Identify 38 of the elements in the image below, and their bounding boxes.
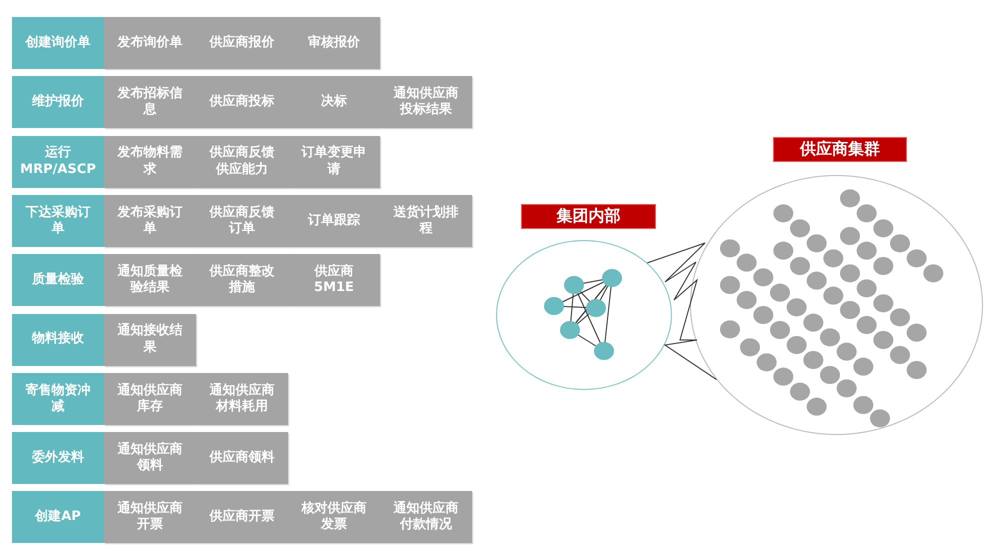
step-cell: 送货计划排程 <box>380 194 472 247</box>
step-cell: 发布招标信息 <box>104 76 196 128</box>
step-cell: 供应商反馈订单 <box>196 194 288 247</box>
category-cell: 寄售物资冲减 <box>12 372 104 425</box>
title-tag: 集团内部 <box>521 204 656 229</box>
category-cell: 物料接收 <box>12 314 104 366</box>
step-cell: 发布询价单 <box>104 17 196 69</box>
step-cell: 供应商开票 <box>196 491 288 544</box>
category-cell: 维护报价 <box>12 76 104 128</box>
title-tag: 供应商集群 <box>773 137 907 162</box>
step-cell: 审核报价 <box>288 17 380 69</box>
step-cell: 供应商5M1E <box>288 254 380 306</box>
step-cell: 发布物料需求 <box>104 136 196 188</box>
step-cell: 通知供应商库存 <box>104 372 196 425</box>
connection-lines <box>646 242 717 380</box>
step-cell: 通知供应商领料 <box>104 432 196 484</box>
step-cell: 通知供应商投标结果 <box>380 76 472 128</box>
step-cell: 供应商领料 <box>196 432 288 484</box>
step-cell: 核对供应商发票 <box>288 491 380 544</box>
step-cell: 供应商反馈供应能力 <box>196 136 288 188</box>
category-cell: 运行MRP/ASCP <box>12 136 104 188</box>
step-cell: 供应商报价 <box>196 17 288 69</box>
step-cell: 决标 <box>288 76 380 128</box>
step-cell: 通知接收结果 <box>104 314 196 366</box>
category-cell: 创建询价单 <box>12 17 104 69</box>
category-cell: 创建AP <box>12 491 104 544</box>
step-cell: 发布采购订单 <box>104 194 196 247</box>
step-cell: 供应商投标 <box>196 76 288 128</box>
step-cell: 通知供应商开票 <box>104 491 196 544</box>
category-cell: 质量检验 <box>12 254 104 306</box>
step-cell: 订单跟踪 <box>288 194 380 247</box>
category-cell: 下达采购订单 <box>12 194 104 247</box>
step-cell: 通知供应商材料耗用 <box>196 372 288 425</box>
step-cell: 订单变更申请 <box>288 136 380 188</box>
category-cell: 委外发料 <box>12 432 104 484</box>
step-cell: 通知质量检验结果 <box>104 254 196 306</box>
step-cell: 通知供应商付款情况 <box>380 491 472 544</box>
step-cell: 供应商整改措施 <box>196 254 288 306</box>
